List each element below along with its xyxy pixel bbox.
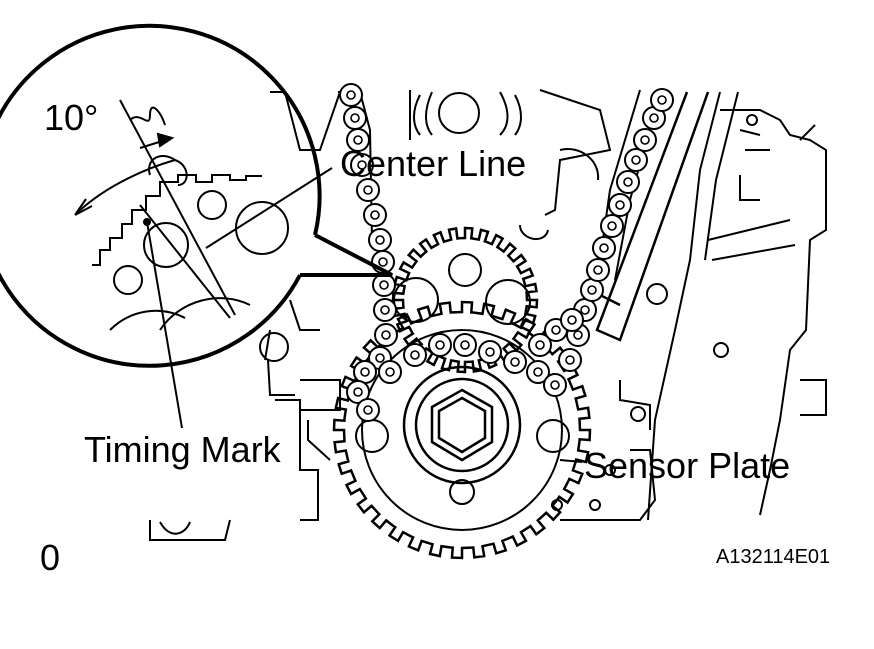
- chain-link: [608, 193, 632, 217]
- angle-indicator: [74, 99, 236, 319]
- chain-link: [560, 308, 584, 332]
- chain-link: [374, 323, 398, 347]
- chain-link: [633, 128, 657, 152]
- sensor-plate-leader: [559, 459, 583, 463]
- timing-mark-dot: [143, 218, 151, 226]
- chain-link: [624, 148, 648, 172]
- sensor-plate-label: Sensor Plate: [584, 445, 791, 486]
- chain-link: [339, 83, 363, 107]
- chain-link: [478, 340, 502, 364]
- angle-label: 10°: [44, 97, 99, 138]
- figure-code: A132114E01: [716, 546, 831, 568]
- chain-link: [403, 343, 427, 367]
- chain-link: [356, 398, 380, 422]
- center-line-label: Center Line: [340, 143, 527, 184]
- corner-mark: 0: [40, 537, 61, 578]
- chain-link: [543, 373, 567, 397]
- chain-link: [592, 236, 616, 260]
- timing-mark-label: Timing Mark: [84, 429, 281, 470]
- timing-chain: [339, 83, 674, 422]
- zoomed-sprocket-detail: [92, 106, 289, 331]
- chain-link: [343, 106, 367, 130]
- crankshaft-bolt-icon: [402, 365, 522, 485]
- chain-link: [356, 178, 380, 202]
- chain-link: [586, 258, 610, 282]
- chain-link: [378, 360, 402, 384]
- chain-link: [368, 228, 392, 252]
- chain-link: [350, 153, 374, 177]
- zoom-circle-icon: [0, 23, 393, 368]
- chain-link: [600, 214, 624, 238]
- chain-guide: [595, 91, 710, 342]
- chain-link: [363, 203, 387, 227]
- center-line-leader: [205, 167, 333, 249]
- chain-link: [526, 360, 550, 384]
- chain-link: [558, 348, 582, 372]
- chain-link: [428, 333, 452, 357]
- chain-link: [353, 360, 377, 384]
- chain-link: [453, 333, 477, 357]
- timing-mark-leader: [146, 221, 183, 429]
- leader-lines: [146, 167, 583, 463]
- chain-link: [616, 170, 640, 194]
- chain-link: [373, 298, 397, 322]
- chain-link: [346, 380, 370, 404]
- chain-link: [346, 128, 370, 152]
- chain-link: [528, 333, 552, 357]
- chain-link: [503, 350, 527, 374]
- chain-link: [372, 273, 396, 297]
- chain-link: [650, 88, 674, 112]
- chain-link: [580, 278, 604, 302]
